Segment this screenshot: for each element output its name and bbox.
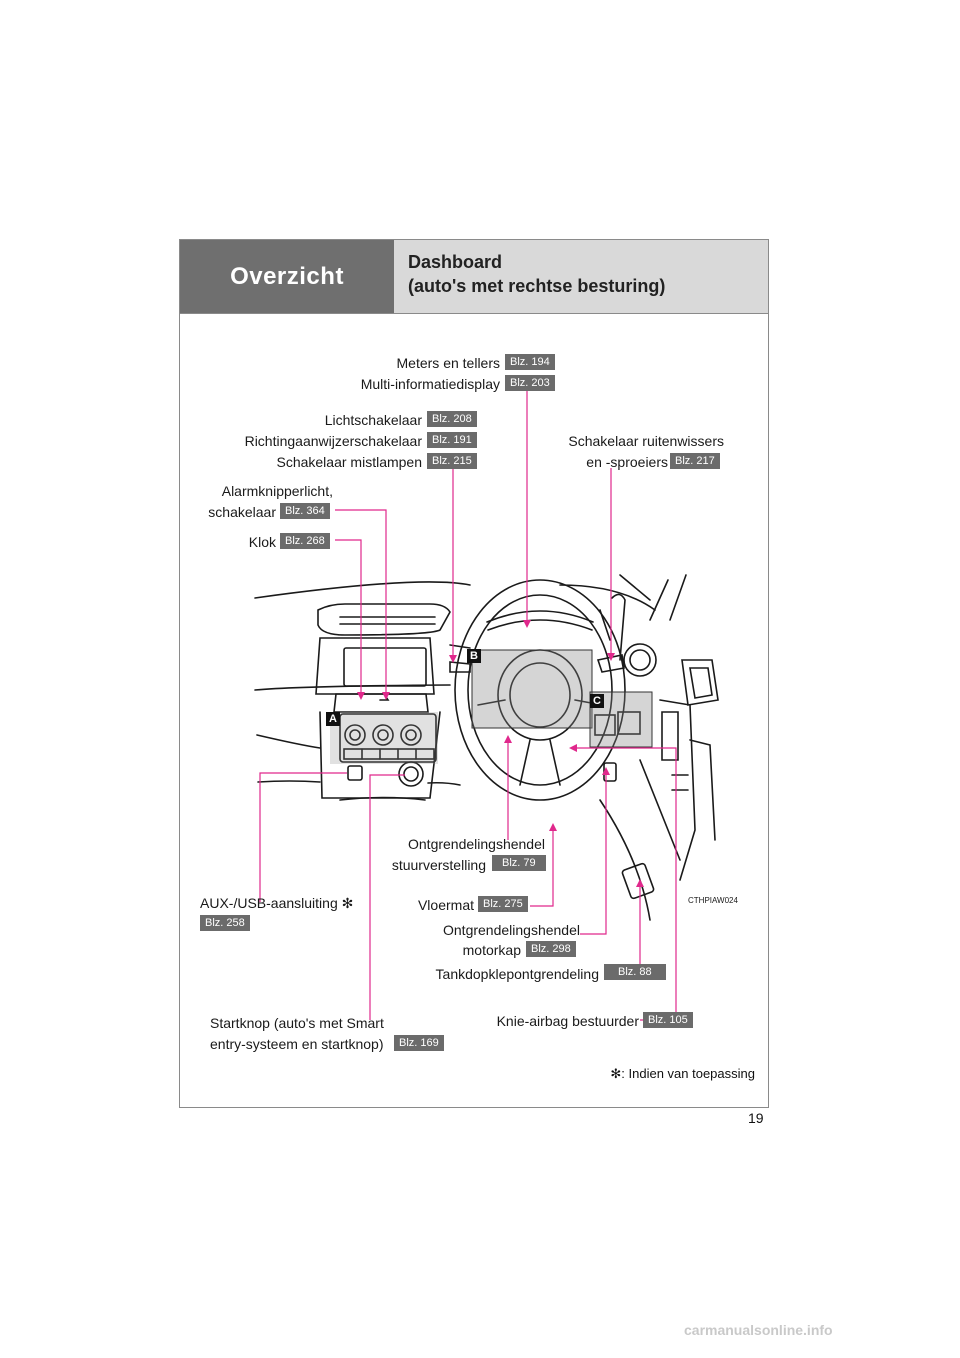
label-clock: Klok xyxy=(248,534,276,550)
label-wipers-line1: Schakelaar ruitenwissers xyxy=(568,433,724,449)
page-ref-clock[interactable]: Blz. 268 xyxy=(280,533,330,549)
label-steering-lever-line2: stuurverstelling xyxy=(391,857,486,873)
page-frame xyxy=(179,239,769,1108)
page-ref-start-button[interactable]: Blz. 169 xyxy=(394,1035,444,1051)
page-ref-hazard[interactable]: Blz. 364 xyxy=(280,503,330,519)
page-ref-floor-mat[interactable]: Blz. 275 xyxy=(478,896,528,912)
page-ref-aux-usb[interactable]: Blz. 258 xyxy=(200,915,250,931)
label-hood-lever-line2: motorkap xyxy=(462,942,521,958)
header-divider xyxy=(180,313,768,314)
label-steering-lever-line1: Ontgrendelingshendel xyxy=(408,836,545,852)
label-multi-display: Multi-informatiedisplay xyxy=(360,376,500,392)
section-tab: Overzicht xyxy=(180,240,394,313)
title-line-1: Dashboard xyxy=(408,252,503,272)
label-aux-usb: AUX-/USB-aansluiting ✻ xyxy=(200,895,354,911)
footnote: ✻: Indien van toepassing xyxy=(610,1066,755,1081)
page-number: 19 xyxy=(748,1110,764,1126)
label-start-button-line2: entry-systeem en startknop) xyxy=(210,1036,384,1052)
label-fuel-door: Tankdopklepontgrendeling xyxy=(435,966,599,982)
page-ref-knee-airbag[interactable]: Blz. 105 xyxy=(643,1012,693,1028)
page-title: Dashboard (auto's met rechtse besturing) xyxy=(394,240,768,313)
title-line-2: (auto's met rechtse besturing) xyxy=(408,276,666,296)
page-ref-wipers[interactable]: Blz. 217 xyxy=(670,453,720,469)
image-code: CTHPIAW024 xyxy=(688,896,738,905)
page-ref-multi-display[interactable]: Blz. 203 xyxy=(505,375,555,391)
page-ref-fog-lights[interactable]: Blz. 215 xyxy=(427,453,477,469)
label-turn-signal: Richtingaanwijzerschakelaar xyxy=(244,433,422,449)
page-ref-light-switch[interactable]: Blz. 208 xyxy=(427,411,477,427)
page-ref-meters[interactable]: Blz. 194 xyxy=(505,354,555,370)
label-hood-lever-line1: Ontgrendelingshendel xyxy=(443,922,580,938)
label-knee-airbag: Knie-airbag bestuurder xyxy=(496,1013,639,1029)
label-fog-lights: Schakelaar mistlampen xyxy=(276,454,422,470)
page-ref-hood-lever[interactable]: Blz. 298 xyxy=(526,941,576,957)
label-floor-mat: Vloermat xyxy=(417,897,474,913)
label-meters: Meters en tellers xyxy=(396,355,500,371)
page-ref-turn-signal[interactable]: Blz. 191 xyxy=(427,432,477,448)
callout-b: B xyxy=(470,650,478,662)
label-hazard-line2: schakelaar xyxy=(208,504,276,520)
label-wipers-line2: en -sproeiers xyxy=(586,454,668,470)
label-start-button-line1: Startknop (auto's met Smart xyxy=(210,1015,384,1031)
callout-a: A xyxy=(329,713,337,725)
watermark: carmanualsonline.info xyxy=(684,1322,833,1338)
page-ref-steering-lever[interactable]: Blz. 79 xyxy=(492,855,546,871)
page-ref-fuel-door[interactable]: Blz. 88 xyxy=(604,964,666,980)
label-hazard-line1: Alarmknipperlicht, xyxy=(221,483,333,499)
label-light-switch: Lichtschakelaar xyxy=(324,412,422,428)
callout-c: C xyxy=(593,695,601,707)
